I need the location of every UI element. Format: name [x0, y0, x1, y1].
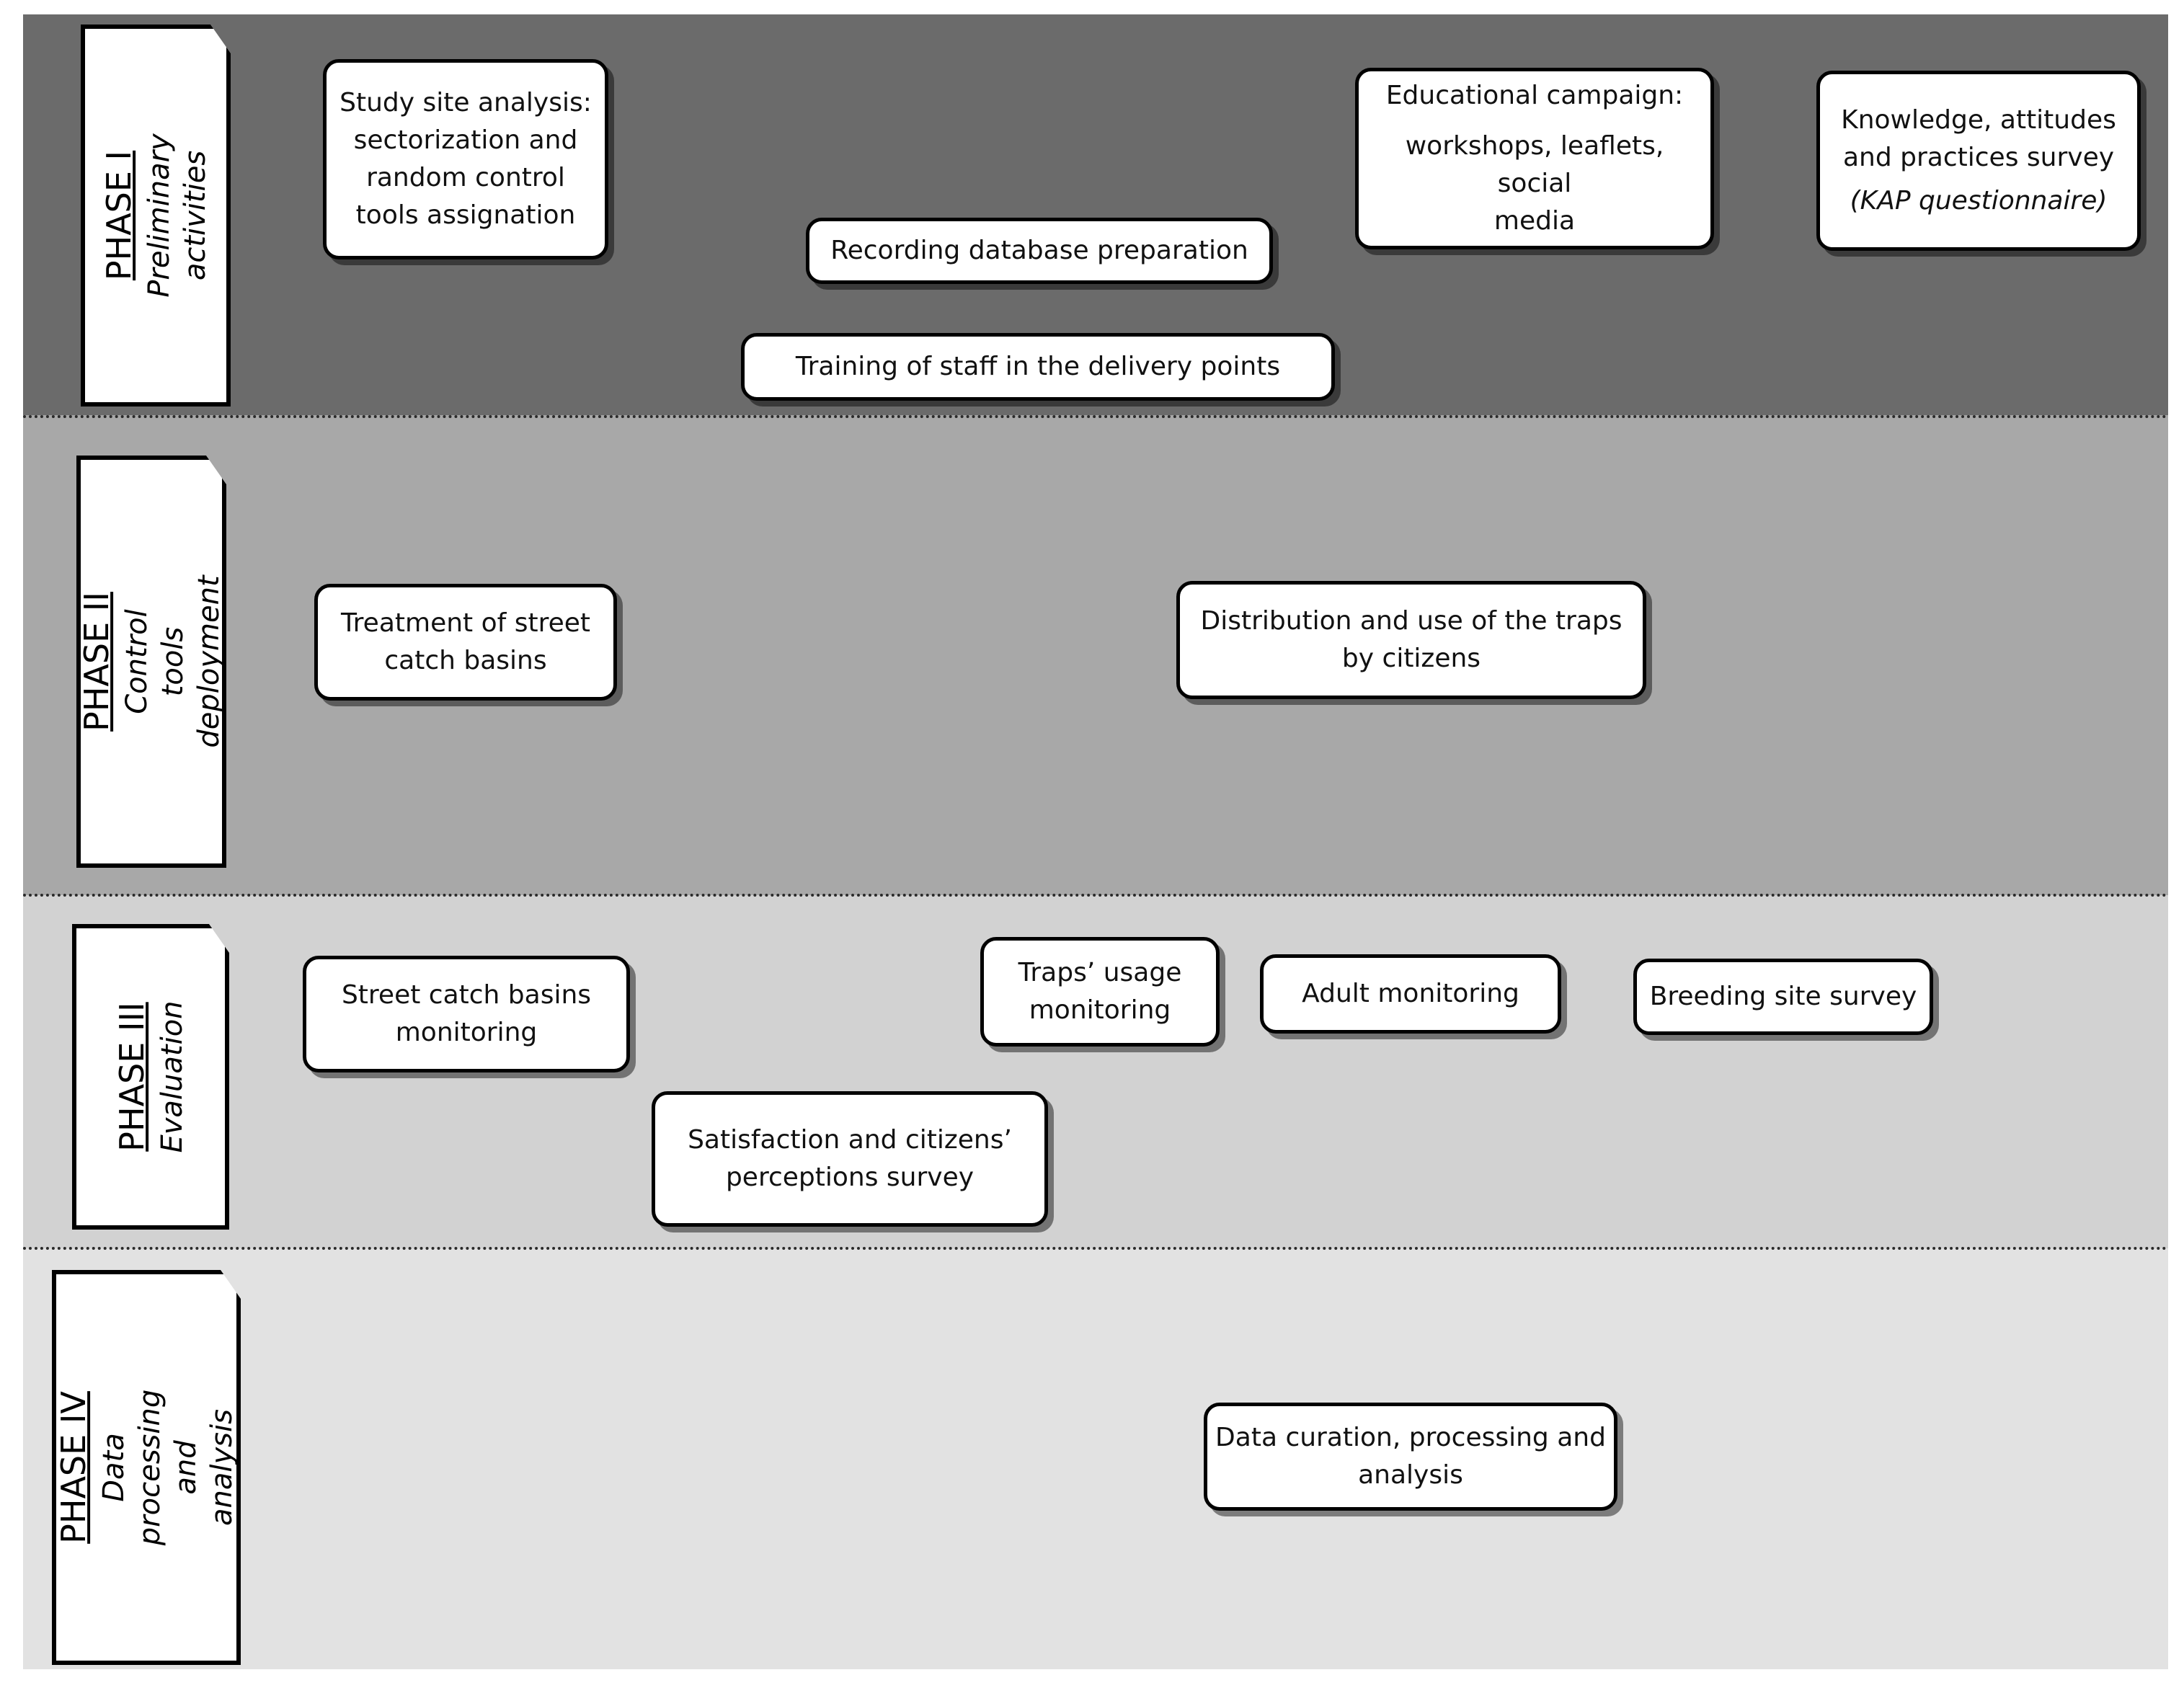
- phase-description: Data processing and analysis: [97, 1389, 239, 1546]
- node-detail: workshops, leaflets, social media: [1405, 130, 1664, 236]
- phase-divider: [23, 415, 2168, 418]
- phase-name: PHASE I: [99, 150, 139, 281]
- kap-survey-box: Knowledge, attitudes and practices surve…: [1816, 71, 2141, 251]
- traps-usage-monitoring-box: Traps’ usage monitoring: [980, 937, 1220, 1047]
- phase-divider: [23, 1247, 2168, 1250]
- phase-4-band: [23, 1248, 2168, 1669]
- phase-3-label: PHASE III Evaluation: [72, 924, 229, 1230]
- node-label: Educational campaign:: [1385, 80, 1684, 110]
- adult-monitoring-box: Adult monitoring: [1260, 954, 1561, 1034]
- phase-divider: [23, 894, 2168, 897]
- satisfaction-survey-box: Satisfaction and citizens’ perceptions s…: [652, 1091, 1048, 1227]
- data-curation-box: Data curation, processing and analysis: [1204, 1403, 1617, 1511]
- node-label: Data curation, processing and analysis: [1215, 1422, 1606, 1490]
- phase-1-label: PHASE I Preliminary activities: [81, 25, 231, 407]
- phase-2-label: PHASE II Control tools deployment: [76, 456, 226, 868]
- node-label: Satisfaction and citizens’ perceptions s…: [688, 1124, 1012, 1192]
- phase-name: PHASE IV: [54, 1391, 94, 1544]
- phase-description: Evaluation: [155, 1000, 189, 1153]
- training-staff-box: Training of staff in the delivery points: [741, 333, 1335, 401]
- node-label: Recording database preparation: [830, 235, 1248, 265]
- phase-description: Preliminary activities: [142, 133, 212, 298]
- phase-4-label: PHASE IV Data processing and analysis: [52, 1270, 241, 1665]
- educational-campaign-box: Educational campaign: workshops, leaflet…: [1355, 68, 1714, 249]
- recording-database-box: Recording database preparation: [806, 218, 1273, 284]
- catch-basins-monitoring-box: Street catch basins monitoring: [303, 956, 630, 1072]
- phase-name: PHASE II: [77, 592, 117, 732]
- treatment-catch-basins-box: Treatment of street catch basins: [314, 584, 617, 701]
- node-label: Distribution and use of the traps by cit…: [1200, 605, 1623, 673]
- node-label: Study site analysis: sectorization and r…: [339, 87, 592, 231]
- node-label: Adult monitoring: [1302, 978, 1519, 1008]
- node-label: Knowledge, attitudes and practices surve…: [1841, 105, 2116, 172]
- node-label: Traps’ usage monitoring: [1018, 957, 1182, 1025]
- node-label: Treatment of street catch basins: [340, 608, 591, 675]
- breeding-site-survey-box: Breeding site survey: [1633, 959, 1933, 1035]
- distribution-traps-box: Distribution and use of the traps by cit…: [1176, 581, 1646, 699]
- node-label: Street catch basins monitoring: [341, 980, 592, 1047]
- study-site-analysis-box: Study site analysis: sectorization and r…: [323, 59, 608, 259]
- node-detail: (KAP questionnaire): [1850, 186, 2108, 216]
- phase-name: PHASE III: [112, 1002, 152, 1152]
- phase-description: Control tools deployment: [120, 575, 226, 748]
- node-label: Breeding site survey: [1649, 981, 1917, 1011]
- node-label: Training of staff in the delivery points: [795, 351, 1281, 381]
